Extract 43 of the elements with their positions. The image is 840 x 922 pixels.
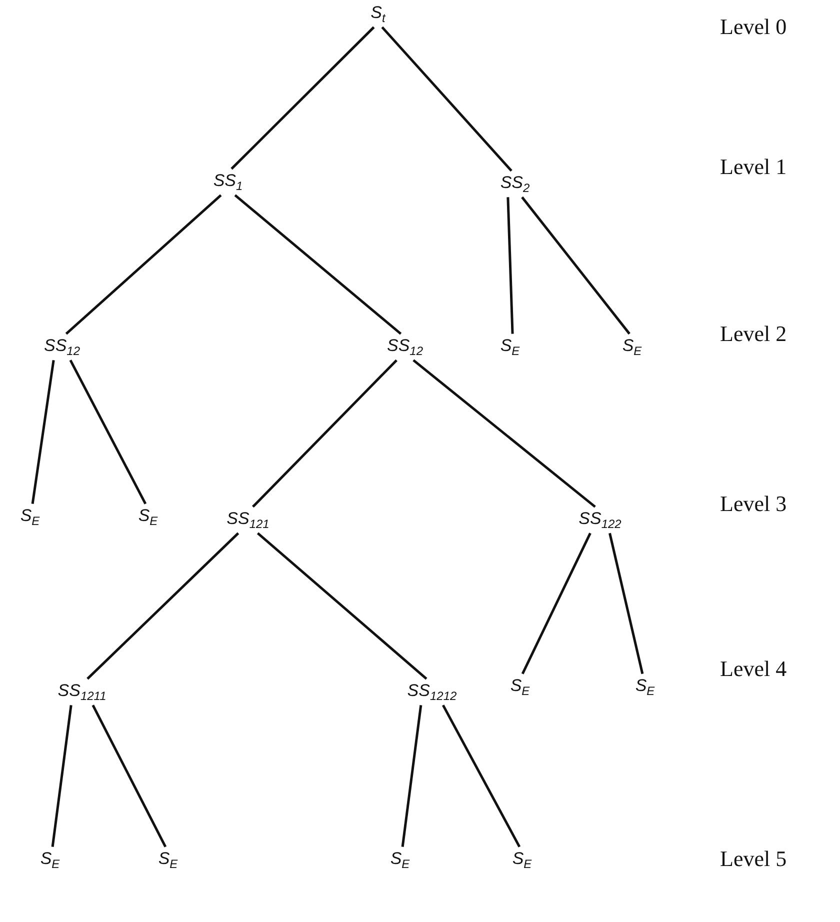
tree-branch [86,532,240,680]
node-label: SS$_{1211}$ [54,678,110,706]
node-label: S$_{E}$ [37,846,63,874]
level-label: Level 3 [720,491,787,517]
tree-branch [401,705,422,847]
tree-branch [65,194,222,335]
node-label: SS$_{121}$ [224,506,272,534]
node-label: SS$_{122}$ [576,506,624,534]
node-label: S$_{E}$ [619,334,645,360]
node-label: SS$_{12}$ [40,334,84,360]
node-label: S$_{E}$ [507,674,533,700]
tree-branch [442,704,521,848]
level-label: Level 2 [720,321,787,347]
node-label: S$_{E}$ [497,334,523,360]
tree-branch [506,197,514,334]
node-label: S$_{E}$ [387,846,413,874]
tree-branch [252,359,398,508]
node-label: S$_{E}$ [17,504,43,530]
tree-branch [608,532,644,674]
tree-branch [521,196,630,335]
tree-branch [381,26,512,172]
node-label: S$_{E}$ [155,846,181,874]
level-label: Level 1 [720,154,787,180]
tree-branch [412,359,596,508]
node-label: SS$_{1212}$ [404,678,460,706]
node-label: S$_{t}$ [368,0,388,28]
node-label: SS$_{1}$ [210,168,246,196]
tree-branch [92,704,167,848]
level-label: Level 5 [720,846,787,872]
level-label: Level 0 [720,14,787,40]
tree-branch [69,360,147,504]
tree-branch [31,360,55,504]
tree-branch [521,532,592,674]
node-label: S$_{E}$ [509,846,535,874]
node-label: S$_{E}$ [632,674,658,700]
node-label: S$_{E}$ [135,504,161,530]
node-label: SS$_{2}$ [497,170,533,198]
tree-branch [230,26,375,170]
tree-branch [256,532,428,680]
level-label: Level 4 [720,656,787,682]
tree-branch [234,194,402,335]
tree-branch [51,705,72,847]
node-label: SS$_{12}$ [384,334,426,360]
